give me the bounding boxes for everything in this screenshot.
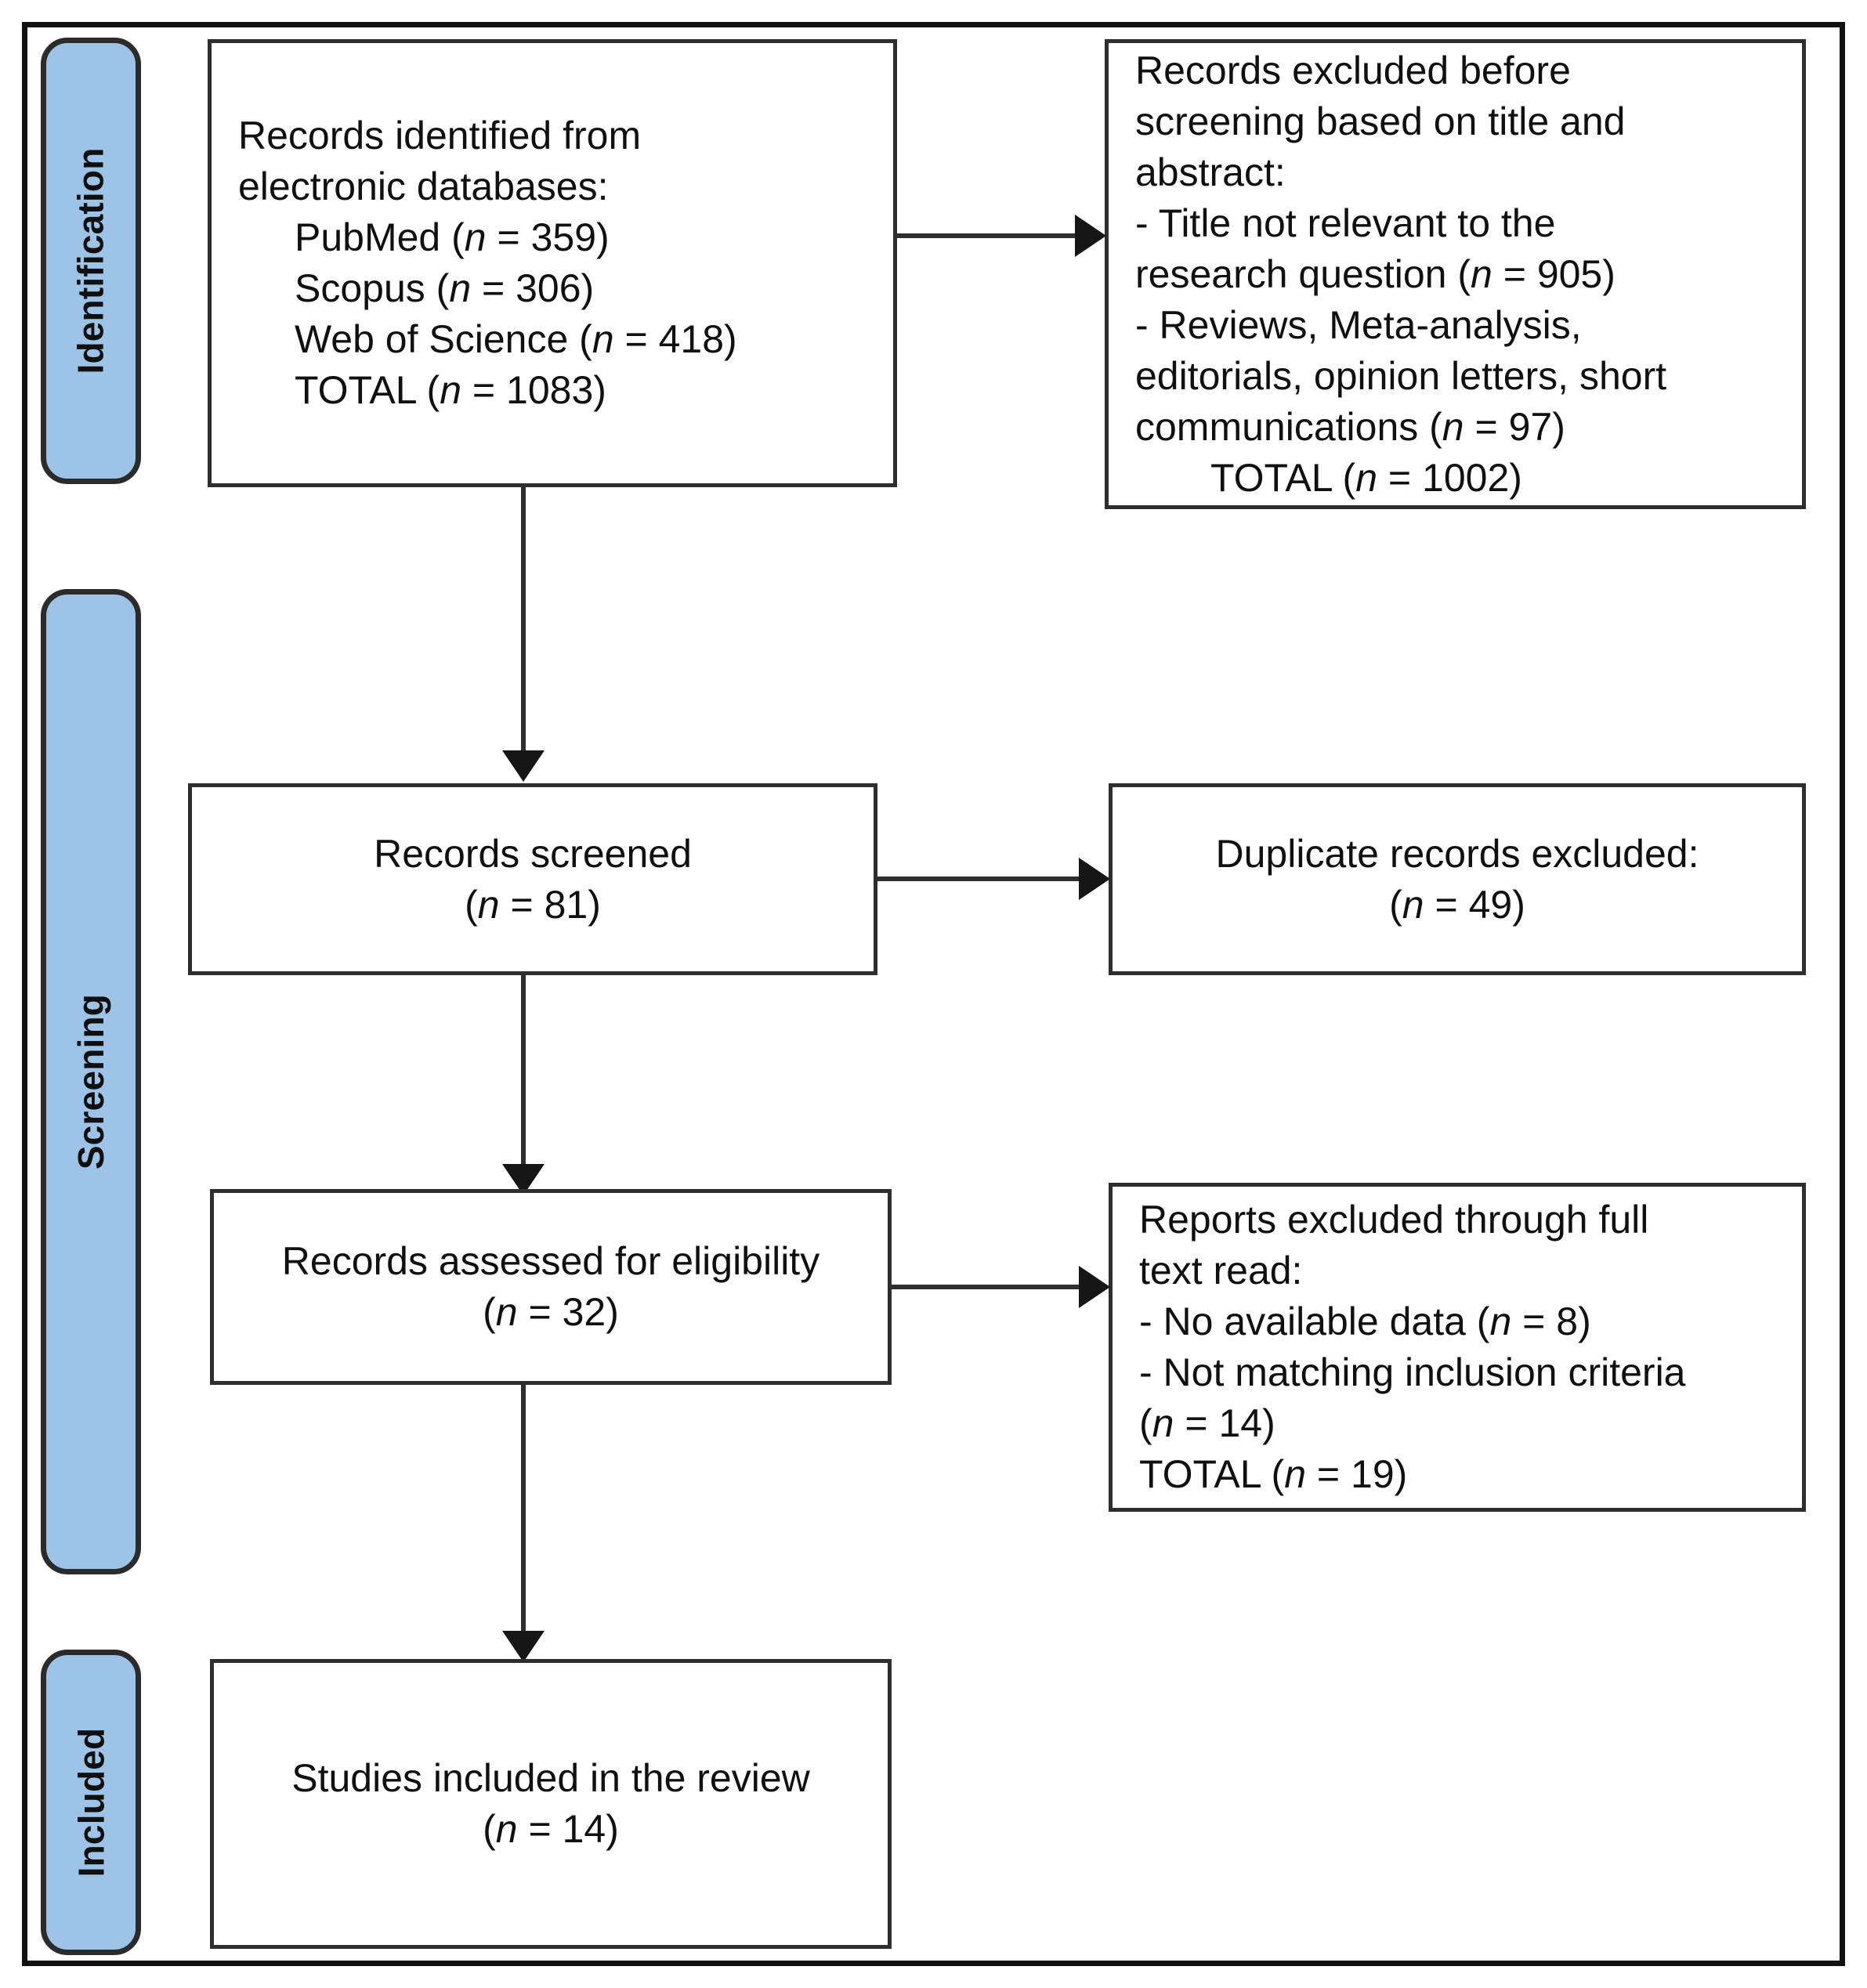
connector-identified-to-excluded-line — [897, 233, 1077, 238]
connector-assessed-to-excluded-line — [892, 1285, 1081, 1289]
stage-pill-screening: Screening — [41, 589, 141, 1574]
excluded-ta-line-5: research question (n = 905) — [1135, 251, 1616, 296]
connector-screened-to-duplicates-arrowhead — [1079, 858, 1110, 900]
box-studies-included-text: Studies included in the review (n = 14) — [214, 1753, 888, 1855]
stage-pill-identification: Identification — [41, 38, 141, 484]
box-records-identified: Records identified from electronic datab… — [208, 39, 897, 487]
box-records-assessed-text: Records assessed for eligibility (n = 32… — [214, 1236, 888, 1338]
excluded-ta-line-7: editorials, opinion letters, short — [1135, 353, 1667, 398]
excluded-ft-total: TOTAL (n = 19) — [1139, 1452, 1408, 1496]
included-line-2: (n = 14) — [483, 1807, 619, 1851]
box-records-screened-text: Records screened (n = 81) — [192, 829, 874, 931]
box-records-assessed: Records assessed for eligibility (n = 32… — [210, 1189, 892, 1385]
connector-screened-to-duplicates-line — [877, 877, 1081, 881]
assessed-line-1: Records assessed for eligibility — [281, 1239, 820, 1283]
included-line-1: Studies included in the review — [291, 1756, 810, 1800]
records-screened-line-2: (n = 81) — [465, 882, 601, 927]
connector-identified-to-screened-arrowhead — [502, 750, 545, 782]
excluded-ft-line-1: Reports excluded through full — [1139, 1198, 1649, 1242]
records-identified-line-1: Records identified from — [238, 114, 642, 157]
connector-identified-to-excluded-arrowhead — [1075, 215, 1106, 257]
excluded-ta-line-4: - Title not relevant to the — [1135, 201, 1556, 245]
excluded-ta-line-8: communications (n = 97) — [1135, 404, 1565, 449]
connector-assessed-to-included-arrowhead — [502, 1631, 545, 1662]
excluded-ft-line-4: - Not matching inclusion criteria — [1139, 1350, 1686, 1394]
connector-screened-to-assessed-line — [521, 975, 526, 1167]
connector-assessed-to-excluded-arrowhead — [1079, 1266, 1110, 1308]
stage-label-identification: Identification — [71, 147, 111, 374]
box-records-identified-text: Records identified from electronic datab… — [212, 110, 893, 416]
assessed-line-2: (n = 32) — [483, 1290, 619, 1334]
records-identified-scopus: Scopus (n = 306) — [295, 266, 595, 310]
excluded-ft-line-3: - No available data (n = 8) — [1139, 1299, 1591, 1343]
box-duplicate-records-excluded: Duplicate records excluded: (n = 49) — [1109, 783, 1806, 975]
records-identified-pubmed: PubMed (n = 359) — [295, 215, 610, 259]
box-studies-included: Studies included in the review (n = 14) — [210, 1659, 892, 1949]
excluded-ta-line-3: abstract: — [1135, 150, 1286, 194]
box-records-excluded-title-abstract: Records excluded before screening based … — [1105, 39, 1806, 509]
excluded-ta-line-6: - Reviews, Meta-analysis, — [1135, 302, 1582, 347]
excluded-ft-line-2: text read: — [1139, 1249, 1303, 1292]
records-identified-wos: Web of Science (n = 418) — [295, 317, 737, 361]
box-records-screened: Records screened (n = 81) — [188, 783, 877, 975]
connector-identified-to-screened-line — [521, 487, 526, 754]
records-screened-line-1: Records screened — [374, 831, 692, 876]
stage-label-included: Included — [71, 1727, 112, 1878]
connector-assessed-to-included-line — [521, 1385, 526, 1634]
stage-pill-included: Included — [41, 1650, 141, 1955]
box-reports-excluded-fulltext-text: Reports excluded through full text read:… — [1113, 1195, 1802, 1500]
excluded-ta-total: TOTAL (n = 1002) — [1210, 455, 1522, 500]
box-duplicate-records-excluded-text: Duplicate records excluded: (n = 49) — [1113, 829, 1802, 931]
excluded-ft-line-5: (n = 14) — [1139, 1401, 1275, 1445]
box-records-excluded-title-abstract-text: Records excluded before screening based … — [1109, 45, 1802, 504]
duplicates-line-2: (n = 49) — [1389, 882, 1525, 927]
excluded-ta-line-1: Records excluded before — [1135, 48, 1571, 92]
records-identified-line-2: electronic databases: — [238, 164, 609, 208]
records-identified-total: TOTAL (n = 1083) — [295, 368, 606, 412]
box-reports-excluded-fulltext: Reports excluded through full text read:… — [1109, 1183, 1806, 1512]
duplicates-line-1: Duplicate records excluded: — [1215, 831, 1699, 876]
excluded-ta-line-2: screening based on title and — [1135, 99, 1626, 143]
stage-label-screening: Screening — [71, 993, 111, 1170]
